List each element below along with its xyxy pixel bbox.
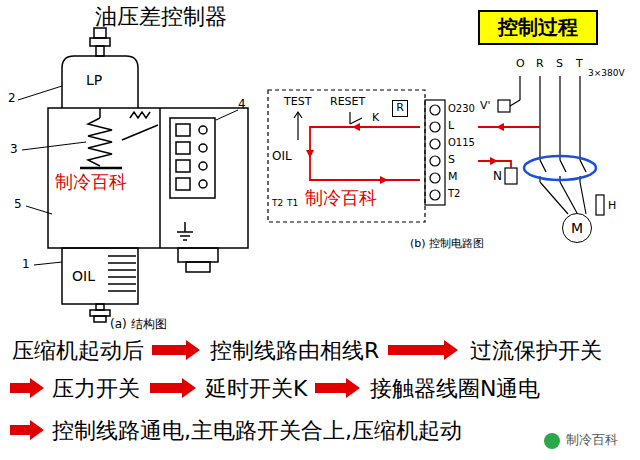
terminal-label: T2 [448,188,460,200]
supply-label: 3×380V [588,68,625,78]
control-circuit [268,76,604,222]
current-path [310,127,540,180]
part-label: H [608,200,616,213]
node-text: M [571,220,583,236]
flow-step: 压力开关 [52,376,140,401]
phase-label: T [576,58,583,71]
current-arrows [306,123,504,184]
terminal-label: O230 [448,103,475,115]
phase-label: O [516,58,525,71]
callout-number: 3 [10,143,18,157]
motor-circle: M [562,213,592,243]
node-text: R [396,102,404,115]
flow-step: 控制线路通电,主电路开关合上,压缩机起动 [52,418,462,443]
callout-number: 1 [22,258,30,272]
terminal-label: O115 [448,137,475,149]
callout-number: 2 [8,92,16,106]
figure-caption: (a) 结构图 [110,318,167,332]
node-text: 控制过程 [498,16,578,39]
flow-step: 接触器线圈N通电 [370,376,540,401]
callout-number: 4 [238,98,246,112]
coil-label: N [493,170,502,184]
watermark: 制冷百科 [55,172,127,193]
terminal-label: L [448,120,454,133]
switch-label: RESET [330,96,365,109]
flow-step: 压缩机起动后 [12,338,144,363]
part-label: OIL [272,150,292,164]
terminal-label: S [448,154,455,167]
figure-caption: (b) 控制电路图 [410,238,484,251]
controller-structure [18,28,248,322]
callout-number: 5 [14,198,22,212]
terminal-label: T1 [287,198,298,208]
contactor-highlight [524,156,596,180]
terminal-label: M [448,171,458,184]
switch-label: TEST [284,96,311,109]
phase-label: R [536,58,544,71]
part-label: LP [86,72,102,88]
phase-label: S [556,58,563,71]
part-label: OIL [72,268,95,284]
watermark: 制冷百科 [566,433,618,448]
title-box: 控制过程 [478,10,598,45]
flow-step: 延时开关K [205,376,307,401]
coil-label: V' [480,100,491,113]
flow-step: 过流保护开关 [470,338,602,363]
resistor-box: R [392,100,408,117]
flow-step: 控制线路由相线R [210,338,379,363]
watermark: 制冷百科 [305,188,377,209]
switch-label: K [372,112,379,125]
logo-mark [544,433,560,449]
terminal-label: T2 [272,198,283,208]
title: 油压差控制器 [95,4,227,29]
